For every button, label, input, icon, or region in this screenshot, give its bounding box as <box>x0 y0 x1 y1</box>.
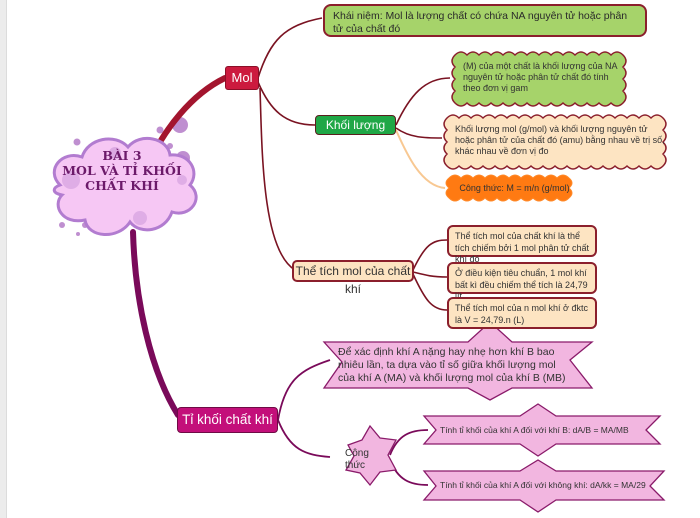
definition-text: (M) của một chất là khối lượng của NA ng… <box>463 61 617 93</box>
node-relative-density-label: Tỉ khối chất khí <box>182 412 273 427</box>
molar-volume-item[interactable]: Thể tích mol của chất khí là thể tích ch… <box>447 225 597 264</box>
node-formula-air[interactable]: Tính tỉ khối của khí A đối với không khí… <box>440 480 660 491</box>
central-topic[interactable]: BÀI 3 MOL VÀ TỈ KHỐI CHẤT KHÍ <box>52 148 192 193</box>
node-density-description[interactable]: Để xác định khí A nặng hay nhẹ hơn khí B… <box>338 346 566 385</box>
molar-volume-item-text: Thể tích mol của n mol khí ở đktc là V =… <box>455 303 588 325</box>
comparison-text: Khối lượng mol (g/mol) và khối lượng ngu… <box>455 124 665 156</box>
star-box-formula-air-shape <box>422 459 666 513</box>
left-scroll-edge <box>0 0 7 518</box>
mol-links <box>257 17 451 311</box>
formula-label-text: Công thức <box>345 448 369 471</box>
cloud-box-comparison-shape <box>443 114 667 170</box>
node-formula-label[interactable]: Công thức <box>345 448 390 472</box>
density-description-text: Để xác định khí A nặng hay nhẹ hơn khí B… <box>338 346 566 384</box>
central-title-line3: CHẤT KHÍ <box>85 178 159 193</box>
cloud-box-definition-shape <box>451 51 627 107</box>
node-molar-mass-comparison[interactable]: Khối lượng mol (g/mol) và khối lượng ngu… <box>455 124 667 157</box>
central-cloud <box>52 137 198 236</box>
node-molar-mass-label: Khối lượng mol <box>325 118 386 150</box>
node-mol[interactable]: Mol <box>225 66 259 90</box>
node-relative-density[interactable]: Tỉ khối chất khí <box>177 407 278 433</box>
node-concept[interactable]: Khái niệm: Mol là lượng chất có chứa NA … <box>323 4 647 37</box>
node-mol-label: Mol <box>231 70 253 85</box>
node-formula-ab[interactable]: Tính tỉ khối của khí A đối với khí B: dA… <box>440 425 650 436</box>
star-box-formula-ab-shape <box>422 403 662 457</box>
formula-ab-text: Tính tỉ khối của khí A đối với khí B: dA… <box>440 425 629 435</box>
branch-central-density <box>130 229 181 418</box>
molar-volume-item-text: Ở điều kiện tiêu chuẩn, 1 mol khí bất kì… <box>455 268 588 301</box>
formula-text: Công thức: M = m/n (g/mol) <box>459 183 570 193</box>
node-concept-text: Khái niệm: Mol là lượng chất có chứa NA … <box>333 10 628 35</box>
node-molar-mass-definition[interactable]: (M) của một chất là khối lượng của NA ng… <box>463 61 623 94</box>
star-formula-label-shape <box>344 424 398 487</box>
link-formula <box>395 129 446 189</box>
node-molar-volume-label: Thể tích mol của chất khí <box>295 264 411 296</box>
cloud-box-formula-shape <box>445 174 573 202</box>
node-molar-volume[interactable]: Thể tích mol của chất khí <box>292 260 414 296</box>
molar-volume-item[interactable]: Ở điều kiện tiêu chuẩn, 1 mol khí bất kì… <box>447 262 597 301</box>
node-molar-mass-formula[interactable]: Công thức: M = m/n (g/mol) <box>457 183 572 194</box>
formula-air-text: Tính tỉ khối của khí A đối với không khí… <box>440 480 646 490</box>
central-title-line2: MOL VÀ TỈ KHỐI <box>62 163 182 178</box>
node-molar-mass[interactable]: Khối lượng mol <box>315 115 396 150</box>
molar-volume-item-text: Thể tích mol của chất khí là thể tích ch… <box>455 231 589 264</box>
molar-volume-item[interactable]: Thể tích mol của n mol khí ở đktc là V =… <box>447 297 597 329</box>
central-title-line1: BÀI 3 <box>102 148 142 163</box>
